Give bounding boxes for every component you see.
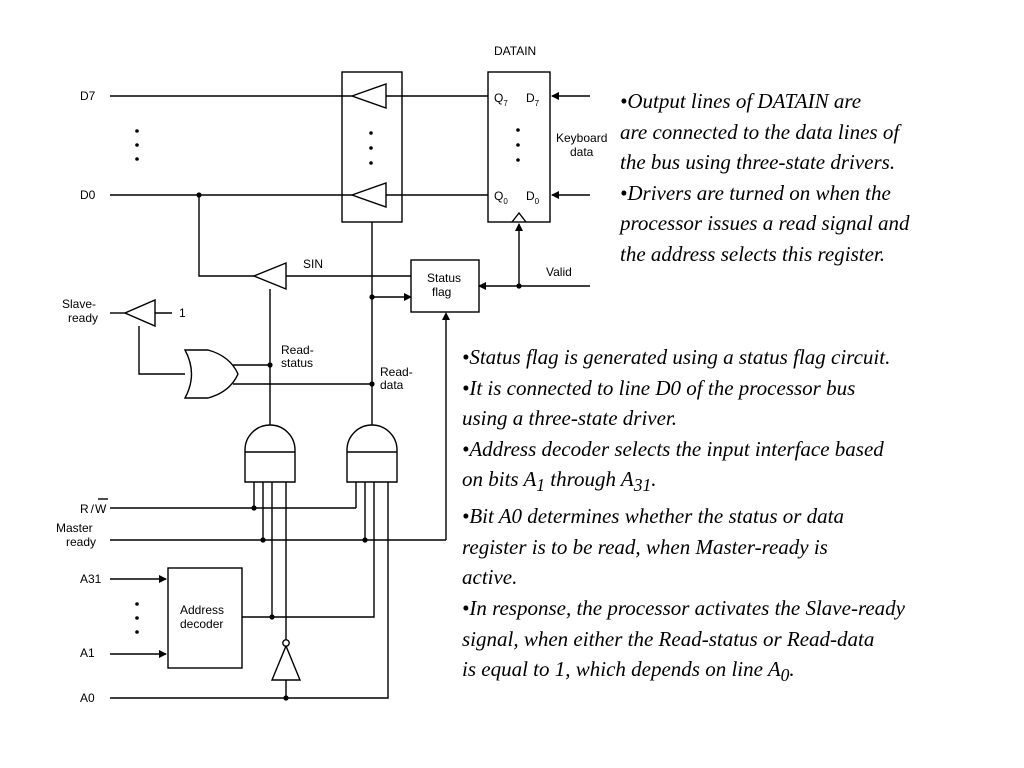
notes-bottom-line: •Address decoder selects the input inter… bbox=[462, 436, 884, 461]
junction-d0-sin bbox=[196, 192, 202, 198]
junction-decoder bbox=[269, 614, 275, 620]
datain-register bbox=[487, 71, 551, 223]
notes-status-flag: •Status flag is generated using a status… bbox=[462, 342, 905, 691]
junction-valid bbox=[516, 283, 522, 289]
and-gate-read-data bbox=[346, 424, 398, 483]
junction-master-ready-status bbox=[260, 537, 266, 543]
pin-q7: Q7 bbox=[494, 91, 508, 108]
datain-clock-notch bbox=[511, 211, 527, 223]
notes-bottom-line: on bits A1 through A31. bbox=[462, 467, 657, 496]
or-gate bbox=[183, 349, 239, 399]
pin-d7: D7 bbox=[526, 91, 540, 108]
notes-top-line: the bus using three-state drivers. bbox=[620, 150, 896, 175]
notes-bottom-line: •In response, the processor activates th… bbox=[462, 595, 905, 620]
notes-top-line: •Output lines of DATAIN are bbox=[620, 89, 862, 113]
and-gate-read-status bbox=[244, 424, 296, 483]
read-status-label: Read-status bbox=[281, 343, 314, 370]
notes-top-line: are connected to the data lines of bbox=[620, 119, 900, 144]
bus-line-d7-label: D7 bbox=[80, 89, 96, 103]
notes-bottom-line: using a three-state driver. bbox=[462, 406, 678, 431]
decoder-output-line bbox=[242, 482, 375, 618]
datain-title: DATAIN bbox=[494, 44, 536, 58]
driver-ellipsis bbox=[369, 131, 373, 165]
address-ellipsis bbox=[135, 602, 139, 634]
a0-label: A0 bbox=[80, 691, 95, 705]
bus-ellipsis bbox=[135, 129, 139, 161]
or-to-slave-ready bbox=[138, 326, 185, 375]
a0-inverter-bubble bbox=[282, 639, 290, 647]
a0-line bbox=[110, 482, 389, 699]
notes-bottom-line: active. bbox=[462, 565, 518, 590]
notes-bottom-line: register is to be read, when Master-read… bbox=[462, 534, 828, 559]
status-flag-arrow bbox=[442, 312, 450, 320]
notes-bottom-line: is equal to 1, which depends on line A0. bbox=[462, 657, 795, 686]
slave-ready-driver bbox=[123, 298, 156, 328]
sin-to-d0 bbox=[198, 195, 254, 277]
junction-rw bbox=[251, 505, 257, 511]
a0-inverter bbox=[270, 644, 302, 681]
notes-top-line: the address selects this register. bbox=[620, 241, 886, 266]
constant-one-label: 1 bbox=[179, 306, 186, 320]
notes-top-line: •Drivers are turned on when the bbox=[620, 180, 891, 205]
sin-label: SIN bbox=[303, 257, 323, 271]
read-data-label: Read-data bbox=[380, 365, 413, 392]
junction-master-ready-data bbox=[362, 537, 368, 543]
pin-q0: Q0 bbox=[494, 189, 508, 206]
rw-label: R/W bbox=[80, 502, 107, 516]
a31-label: A31 bbox=[80, 572, 102, 586]
notes-bottom-line: •Bit A0 determines whether the status or… bbox=[462, 504, 845, 529]
address-decoder-box bbox=[167, 567, 243, 669]
notes-bottom-line: •Status flag is generated using a status… bbox=[462, 345, 891, 369]
register-ellipsis bbox=[516, 128, 520, 162]
sin-driver bbox=[252, 261, 287, 291]
pin-d0: D0 bbox=[526, 189, 540, 206]
valid-label: Valid bbox=[546, 265, 572, 279]
bus-line-d0-label: D0 bbox=[80, 188, 96, 202]
status-flag-box bbox=[410, 259, 480, 313]
notes-top-line: processor issues a read signal and bbox=[620, 211, 910, 236]
slave-ready-label: Slave-ready bbox=[62, 297, 98, 325]
notes-datain-drivers: •Output lines of DATAIN are are connecte… bbox=[620, 86, 910, 270]
a1-label: A1 bbox=[80, 646, 95, 660]
notes-bottom-line: •It is connected to line D0 of the proce… bbox=[462, 375, 856, 400]
notes-bottom-line: signal, when either the Read-status or R… bbox=[462, 626, 875, 651]
